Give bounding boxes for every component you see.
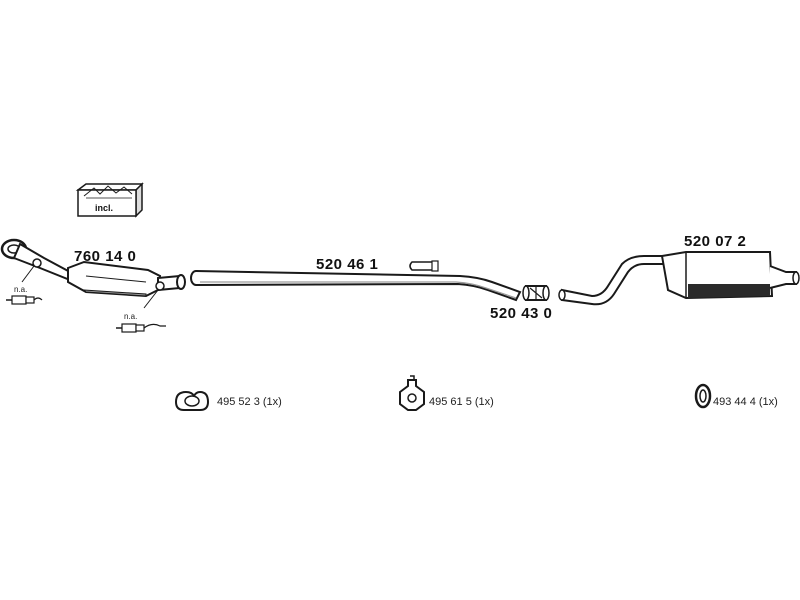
lambda-sensor-icon-1: [6, 295, 43, 305]
kit-box-icon: [75, 182, 144, 218]
sensor-leader-2: [143, 289, 159, 309]
accessory-code-2: 495 61 5 (1x): [429, 396, 494, 408]
rubber-ring-icon: [694, 383, 712, 409]
gasket-clamp-icon: [174, 390, 210, 411]
sensor-note-1: n.a.: [14, 285, 28, 294]
downpipe-shape: [12, 242, 71, 282]
front-pipe-shape: [190, 260, 522, 302]
part-number-joint-pipe: 520 43 0: [490, 305, 553, 322]
rear-silencer-shape: [558, 251, 800, 306]
catalyst-shape: [67, 260, 186, 298]
part-number-front-pipe: 520 46 1: [316, 256, 379, 273]
sensor-note-2: n.a.: [124, 312, 138, 321]
joint-pipe-shape: [522, 285, 550, 301]
sensor-port-left: [32, 258, 42, 268]
sensor-leader-1: [21, 265, 35, 283]
rubber-mount-icon: [399, 375, 425, 411]
lambda-sensor-icon-2: [116, 323, 166, 333]
part-number-rear-silencer: 520 07 2: [684, 233, 747, 250]
kit-label: incl.: [95, 203, 114, 213]
part-number-catalyst: 760 14 0: [74, 248, 137, 265]
accessory-code-1: 495 52 3 (1x): [217, 396, 282, 408]
accessory-code-3: 493 44 4 (1x): [713, 396, 778, 408]
